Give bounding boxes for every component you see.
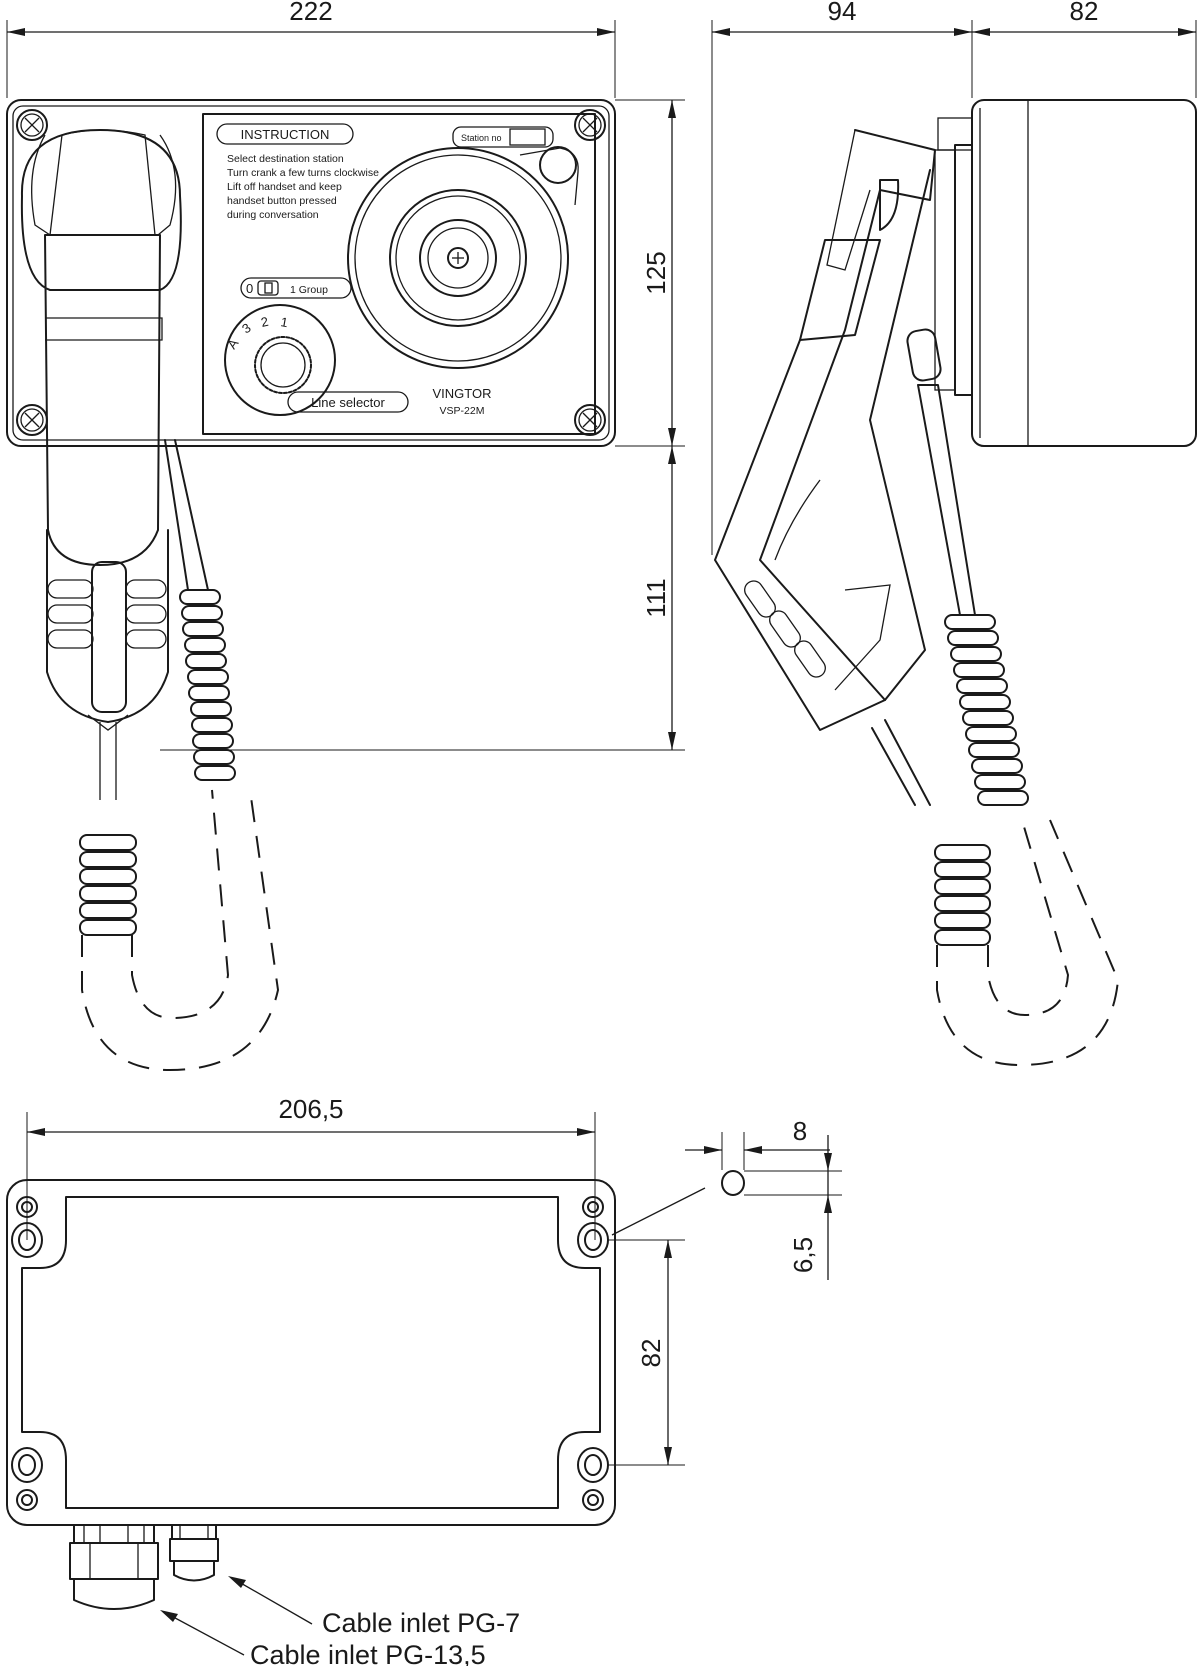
instruction-line: Select destination station [227, 153, 344, 165]
crank-generator [347, 146, 579, 369]
instruction-badge [216, 123, 354, 145]
instruction-line: Lift off handset and keep [227, 181, 342, 193]
dim-label-222: 222 [289, 0, 332, 26]
dim-label-6-5: 6,5 [788, 1237, 818, 1273]
dim-height: 125 111 [160, 99, 685, 751]
front-coiled-cord [79, 439, 280, 1072]
screw-icon [16, 109, 48, 141]
instruction-title: INSTRUCTION [241, 127, 330, 142]
station-no-badge [452, 126, 554, 148]
model-label: VSP-22M [440, 405, 485, 417]
selector-digit: 3 [239, 320, 254, 336]
dim-label-206-5: 206,5 [278, 1094, 343, 1124]
group-switch-badge [240, 277, 352, 299]
station-no-label: Station no [461, 133, 502, 143]
base-inner-recess [21, 1196, 601, 1509]
dim-label-8: 8 [793, 1116, 807, 1146]
line-selector-badge [287, 391, 409, 413]
front-label-plate [202, 113, 596, 435]
dim-label-111: 111 [641, 578, 671, 618]
dim-base-width: 206,5 [26, 1094, 596, 1240]
dim-side-depth: 94 82 [711, 0, 1197, 555]
front-view: 222 INSTRUCTION Select destination stati… [6, 0, 685, 1072]
callout-pg13-5: Cable inlet PG-13,5 [160, 1610, 486, 1666]
mounting-holes [11, 1196, 609, 1511]
front-handset [20, 129, 182, 800]
callout-pg13-5-label: Cable inlet PG-13,5 [250, 1640, 486, 1666]
slot-detail: 8 6,5 [611, 1116, 842, 1280]
selector-digit: 2 [260, 314, 270, 330]
side-view: 94 82 [711, 0, 1197, 1067]
instruction-line: handset button pressed [227, 195, 337, 207]
dim-label-125: 125 [641, 251, 671, 294]
front-housing [6, 99, 616, 447]
side-coiled-cord [934, 614, 1120, 1067]
group-switch-toggle [257, 280, 279, 296]
side-handset [714, 129, 976, 806]
instruction-line: Turn crank a few turns clockwise [227, 167, 379, 179]
dim-label-94: 94 [828, 0, 857, 26]
screw-icon [574, 404, 606, 436]
cable-gland-large [69, 1524, 159, 1610]
base-plate [6, 1179, 616, 1526]
dim-label-82-base: 82 [636, 1339, 666, 1368]
dim-front-width: 222 [6, 0, 616, 98]
crank-screw-icon [447, 247, 469, 269]
cable-gland-small [169, 1524, 219, 1582]
callout-pg7-label: Cable inlet PG-7 [322, 1608, 520, 1638]
group-switch-zero: 0 [246, 281, 253, 296]
line-selector-label: Line selector [311, 395, 385, 410]
dim-base-height: 82 [608, 1239, 685, 1466]
selector-digit: 1 [279, 314, 289, 330]
side-housing [934, 99, 1197, 447]
base-view: 206,5 [6, 1094, 842, 1666]
group-switch-label: 1 Group [290, 284, 328, 296]
station-no-field [509, 128, 546, 146]
callout-pg7: Cable inlet PG-7 [228, 1576, 520, 1638]
instruction-line: during conversation [227, 209, 319, 221]
brand-label: VINGTOR [433, 386, 492, 401]
screw-icon [16, 404, 48, 436]
dim-label-82: 82 [1070, 0, 1099, 26]
